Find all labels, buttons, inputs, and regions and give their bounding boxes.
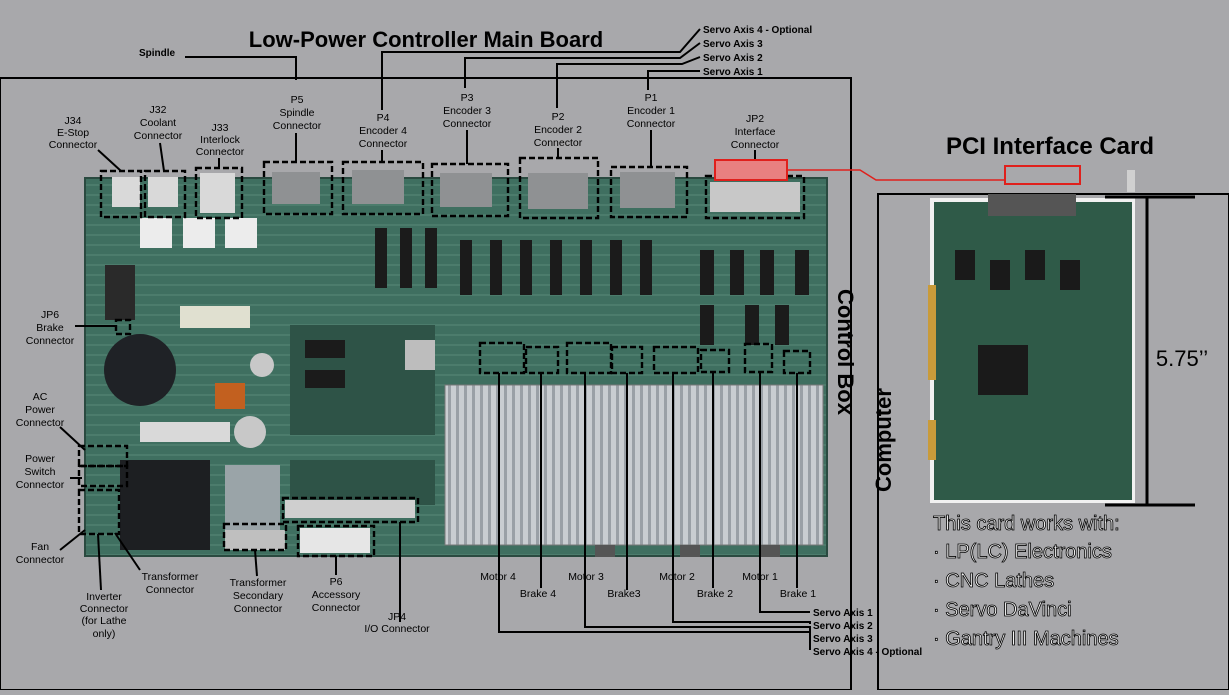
circuit-board-photo [84,170,828,557]
brake3-label: Brake3 [607,588,640,600]
dimension-marker [1105,195,1195,507]
jp2-highlight [714,159,788,181]
servo1-top-label: Servo Axis 1 [703,67,763,78]
motor2-label: Motor 2 [659,571,695,583]
brake2-label: Brake 2 [697,588,733,600]
motor4-label: Motor 4 [480,571,516,583]
servo4-opt-bottom-label: Servo Axis 4 - Optional [813,647,922,658]
servo2-top-label: Servo Axis 2 [703,53,763,64]
motor3-label: Motor 3 [568,571,604,583]
brake1-label: Brake 1 [780,588,816,600]
servo3-bottom-label: Servo Axis 3 [813,634,873,645]
bottom-leader-lines [498,373,811,650]
computer-label: Computer [871,388,896,492]
dimension-label: 5.75’’ [1156,346,1208,371]
card-works-title: This card works with: [933,513,1120,535]
top-leader-lines [59,28,756,622]
main-title: Low-Power Controller Main Board [249,27,603,52]
card-compatibility-list: This card works with: · LP(LC) Electroni… [933,513,1121,651]
servo4-opt-top-label: Servo Axis 4 - Optional [703,25,812,36]
servo3-top-label: Servo Axis 3 [703,39,763,50]
card-works-item: · Servo DaVinci [933,599,1072,621]
pci-title: PCI Interface Card [946,133,1154,160]
motor1-label: Motor 1 [742,571,778,583]
card-works-item: · LP(LC) Electronics [933,541,1112,563]
control-box-label: Control Box [833,289,858,416]
card-works-item: · Gantry III Machines [933,628,1119,650]
card-works-item: · CNC Lathes [933,570,1054,592]
jp2-to-pci-line [787,169,1005,181]
brake4-label: Brake 4 [520,588,556,600]
servo2-bottom-label: Servo Axis 2 [813,621,873,632]
pci-card-photo [928,165,1135,503]
servo1-bottom-label: Servo Axis 1 [813,608,873,619]
spindle-top-label: Spindle [139,48,176,59]
